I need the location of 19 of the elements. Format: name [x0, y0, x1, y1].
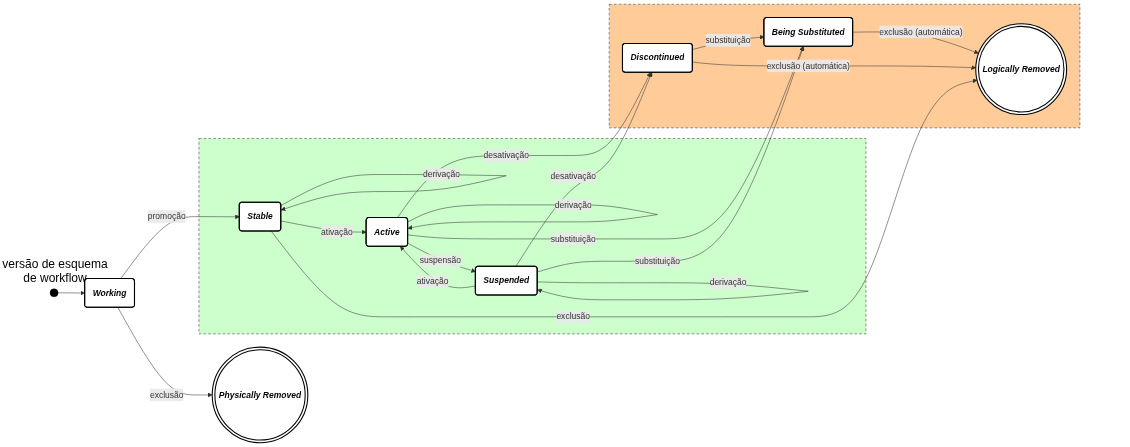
cluster — [608, 4, 1081, 129]
edge-label: derivação — [554, 200, 592, 210]
edge-label: promoção — [147, 211, 186, 221]
edge-label: substituição — [705, 35, 751, 45]
edge-label: ativação — [321, 227, 353, 237]
edge-label: derivação — [423, 169, 460, 179]
edge-label: ativação — [416, 276, 449, 286]
edge-label: exclusão — [149, 390, 184, 400]
edge-label: desativação — [483, 150, 529, 160]
cluster — [198, 138, 867, 335]
edge-label: substituição — [634, 256, 680, 266]
edge-label: exclusão (automática) — [766, 61, 850, 71]
edge-label: desativação — [550, 171, 596, 181]
edge-label: exclusão (automática) — [879, 27, 963, 37]
edge-label: derivação — [709, 278, 747, 288]
node-circle — [49, 288, 59, 298]
edge-label: suspensão — [419, 255, 462, 265]
edge-label: substituição — [550, 234, 596, 244]
edge-label: exclusão — [556, 312, 590, 322]
